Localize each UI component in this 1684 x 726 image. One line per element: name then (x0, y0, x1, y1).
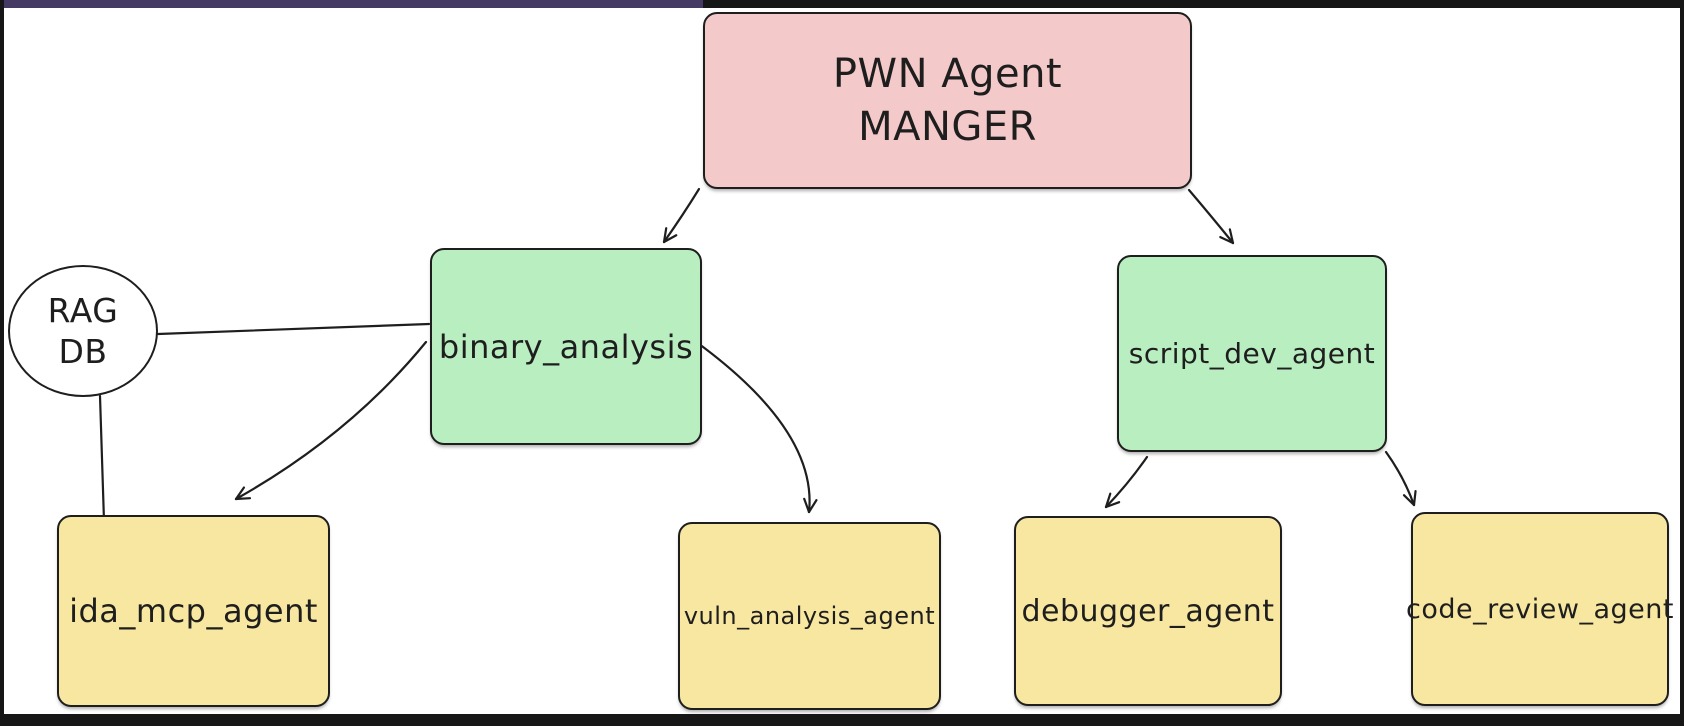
node-rag-db-label-line2: DB (58, 332, 108, 371)
edge-binary_analysis-to-vuln_analysis_agent[interactable] (686, 334, 818, 514)
edge-binary_analysis-to-ida_mcp_agent[interactable] (234, 340, 428, 501)
edge-script_dev_agent-to-debugger_agent[interactable] (1104, 455, 1149, 509)
window-border-right (1680, 0, 1684, 726)
window-bottom-bar (0, 714, 1684, 726)
edge-manager-to-binary_analysis[interactable] (662, 187, 701, 244)
node-vuln-analysis-agent-label: vuln_analysis_agent (683, 602, 936, 630)
node-pwn-agent-manager-label-line2: MANGER (858, 103, 1037, 150)
node-ida-mcp-agent[interactable]: ida_mcp_agent (57, 515, 330, 707)
node-script-dev-agent[interactable]: script_dev_agent (1117, 255, 1387, 452)
node-ida-mcp-agent-label: ida_mcp_agent (69, 592, 318, 630)
node-script-dev-agent-label: script_dev_agent (1128, 337, 1376, 370)
node-rag-db[interactable]: RAG DB (8, 265, 158, 397)
node-rag-db-label-line1: RAG (47, 290, 119, 330)
edge-rag_db-to-ida_mcp_agent[interactable] (98, 394, 106, 523)
edge-manager-to-script_dev_agent[interactable] (1187, 188, 1235, 245)
node-binary-analysis-label: binary_analysis (438, 327, 694, 366)
node-debugger-agent-label: debugger_agent (1021, 593, 1275, 629)
window-accent-strip (0, 0, 703, 8)
edge-script_dev_agent-to-code_review_agent[interactable] (1384, 450, 1417, 507)
node-binary-analysis[interactable]: binary_analysis (430, 248, 702, 445)
window-top-strip (703, 0, 1684, 8)
node-code-review-agent-label: code_review_agent (1406, 593, 1674, 625)
node-debugger-agent[interactable]: debugger_agent (1014, 516, 1282, 706)
node-pwn-agent-manager[interactable]: PWN Agent MANGER (703, 12, 1192, 189)
node-vuln-analysis-agent[interactable]: vuln_analysis_agent (678, 522, 941, 710)
window-border-left (0, 0, 4, 726)
edge-rag_db-to-binary_analysis[interactable] (156, 322, 431, 336)
node-code-review-agent[interactable]: code_review_agent (1406, 512, 1673, 706)
node-pwn-agent-manager-label-line1: PWN Agent (832, 50, 1063, 97)
